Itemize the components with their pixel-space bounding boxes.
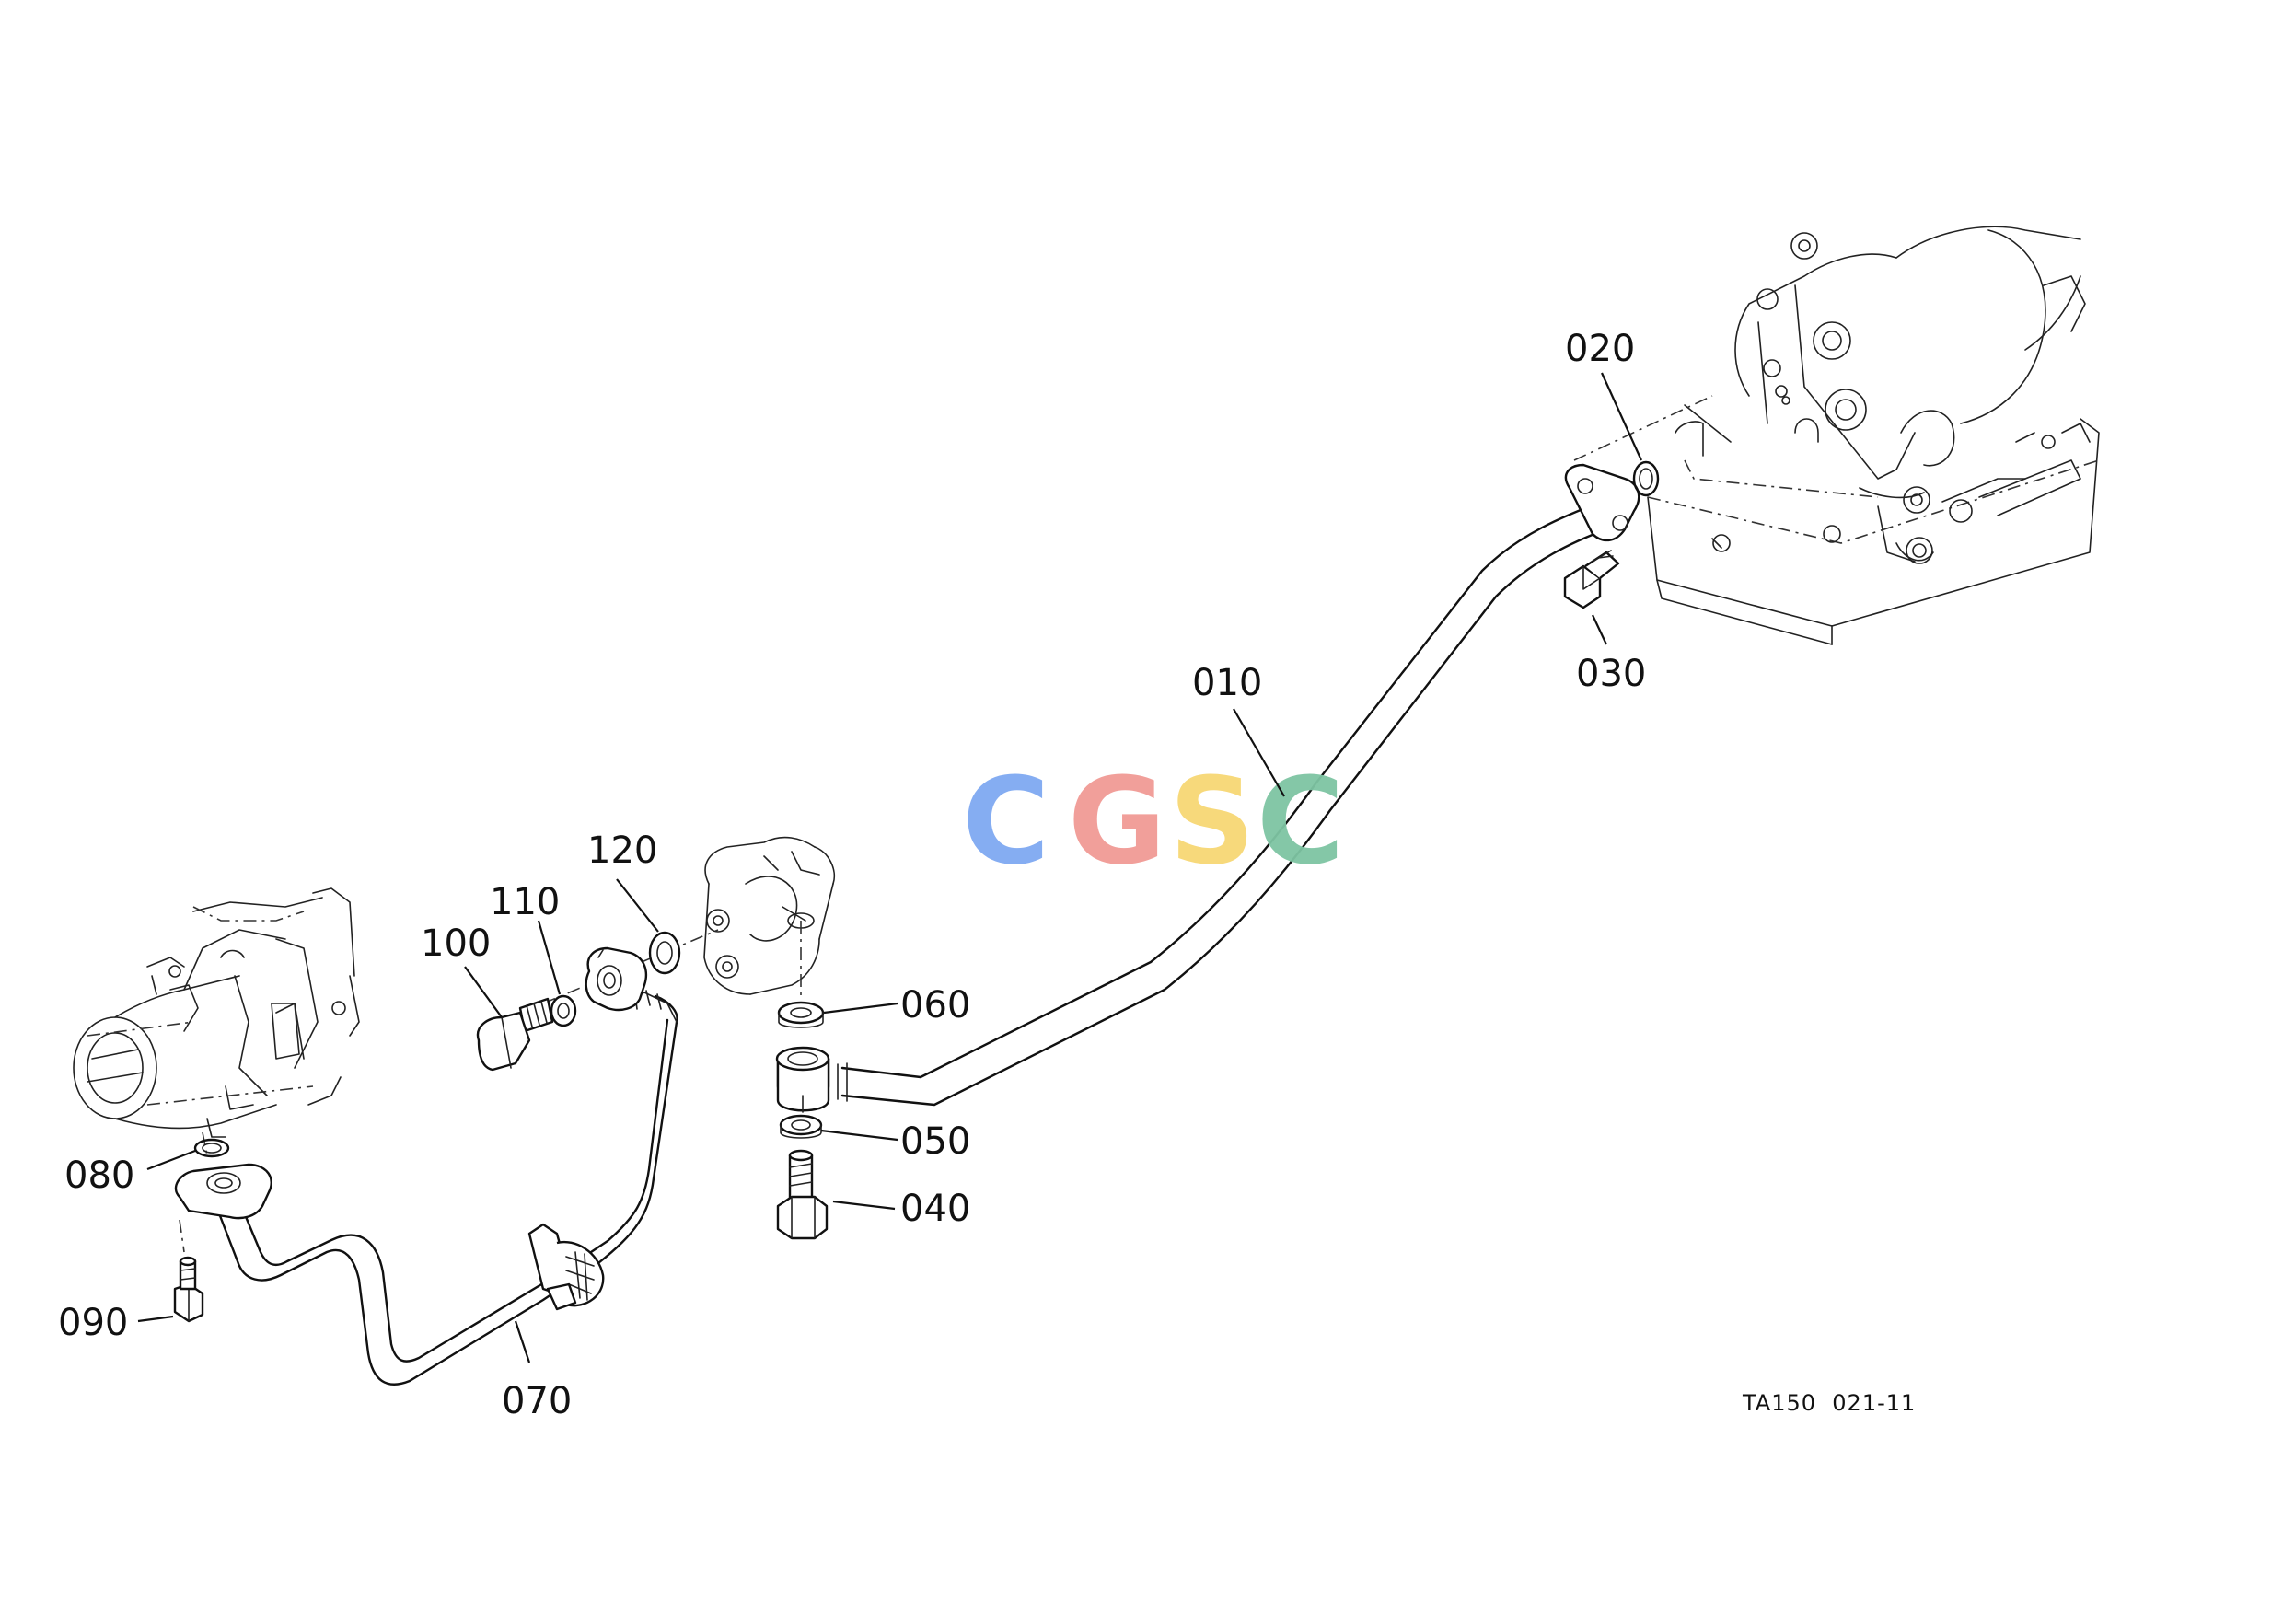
- callout-060: 060: [900, 984, 970, 1027]
- hydraulic-pump: [73, 887, 360, 1138]
- callout-090: 090: [58, 1302, 128, 1344]
- eye-fitting: [585, 946, 648, 1012]
- leader-lines: [137, 372, 1643, 1363]
- washer-060: [777, 1001, 825, 1028]
- valve-housing: [1647, 226, 2100, 645]
- callout-100: 100: [421, 922, 491, 965]
- callout-labels: 010 020 030 040 050 060 070 080 090 100 …: [58, 328, 1646, 1422]
- banjo-bolt-040: [776, 1149, 829, 1240]
- watermark-letter-1: C: [962, 751, 1049, 891]
- callout-070: 070: [502, 1380, 572, 1422]
- valve-fitting: [703, 836, 835, 995]
- washer-120: [648, 931, 681, 975]
- hollow-bolt-100: [476, 997, 554, 1072]
- callout-030: 030: [1576, 653, 1646, 695]
- o-ring-080: [193, 1138, 230, 1158]
- o-ring-020: [1632, 460, 1660, 497]
- callout-020: 020: [1565, 328, 1635, 370]
- drawing-reference-code: TA150 021-11: [1742, 1390, 1916, 1416]
- pipe-clamp: [527, 1223, 605, 1311]
- watermark: C G S C: [962, 751, 1344, 891]
- callout-120: 120: [587, 829, 657, 872]
- callout-040: 040: [900, 1188, 970, 1230]
- bolt-030: [1563, 550, 1620, 609]
- callout-110: 110: [490, 881, 560, 923]
- pipe-010: [828, 463, 1640, 1107]
- watermark-letter-3: S: [1169, 751, 1256, 891]
- banjo-fitting: [775, 1046, 830, 1113]
- bolt-090: [173, 1256, 204, 1323]
- callout-080: 080: [64, 1154, 134, 1197]
- washer-050: [779, 1114, 823, 1139]
- callout-010: 010: [1192, 662, 1262, 704]
- pipe-070: [174, 990, 678, 1386]
- callout-050: 050: [900, 1120, 970, 1163]
- washer-110: [550, 994, 577, 1027]
- watermark-letter-2: G: [1068, 751, 1166, 891]
